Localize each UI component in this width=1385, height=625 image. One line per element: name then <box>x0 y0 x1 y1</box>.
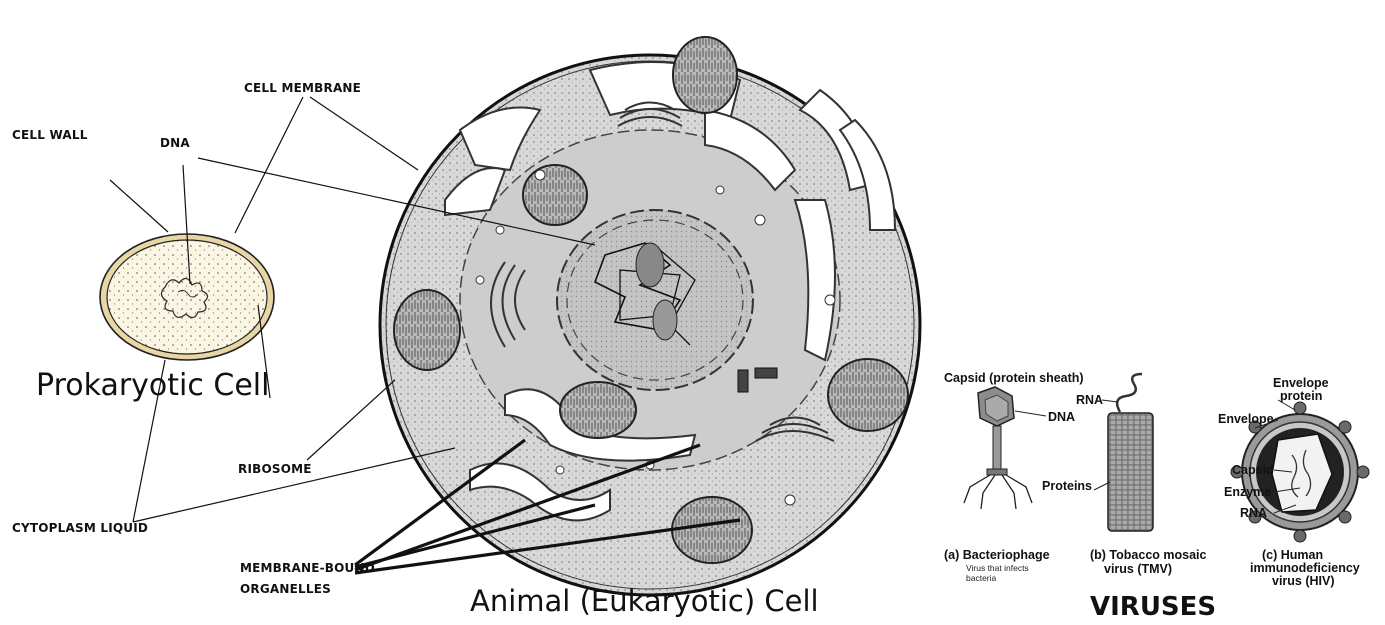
label-cell-membrane: CELL MEMBRANE <box>244 81 361 95</box>
label-cell-wall: CELL WALL <box>12 128 88 142</box>
label-tmv-proteins: Proteins <box>1042 479 1092 493</box>
cropped-text-fragment <box>0 0 1385 12</box>
label-hiv-rna: RNA <box>1240 506 1267 520</box>
label-organelles: ORGANELLES <box>240 582 331 596</box>
label-hiv-enzyme: Enzyme <box>1224 485 1271 499</box>
title-prokaryotic-cell: Prokaryotic Cell <box>36 368 269 403</box>
title-animal-eukaryotic-cell: Animal (Eukaryotic) Cell <box>470 584 819 618</box>
label-dna: DNA <box>160 136 190 150</box>
bacteriophage-drawing <box>964 387 1046 509</box>
animal-cell-drawing <box>380 37 920 595</box>
label-cytoplasm-liquid: CYTOPLASM LIQUID <box>12 521 148 535</box>
label-hiv-envelope: Envelope <box>1218 412 1274 426</box>
caption-bacteriophage: (a) Bacteriophage <box>944 548 1050 562</box>
label-envelope-protein-2: protein <box>1280 389 1322 403</box>
label-tmv-rna: RNA <box>1076 393 1103 407</box>
prokaryotic-cell-drawing <box>100 234 274 360</box>
caption-tmv-1: (b) Tobacco mosaic <box>1090 548 1206 562</box>
subcaption-bacteriophage-1: Virus that infects <box>966 563 1029 573</box>
caption-hiv-1: (c) Human <box>1262 548 1323 562</box>
label-capsid-protein-sheath: Capsid (protein sheath) <box>944 371 1084 385</box>
label-ribosome: RIBOSOME <box>238 462 312 476</box>
label-hiv-capsid: Capsid <box>1232 463 1274 477</box>
label-envelope-protein-1: Envelope <box>1273 376 1329 390</box>
caption-tmv-2: virus (TMV) <box>1104 562 1172 576</box>
caption-hiv-3: virus (HIV) <box>1272 574 1335 588</box>
caption-hiv-2: immunodeficiency <box>1250 561 1360 575</box>
subcaption-bacteriophage-2: bacteria <box>966 573 996 583</box>
label-membrane-bound: MEMBRANE-BOUND <box>240 561 375 575</box>
label-phage-dna: DNA <box>1048 410 1075 424</box>
title-viruses: VIRUSES <box>1090 592 1216 622</box>
